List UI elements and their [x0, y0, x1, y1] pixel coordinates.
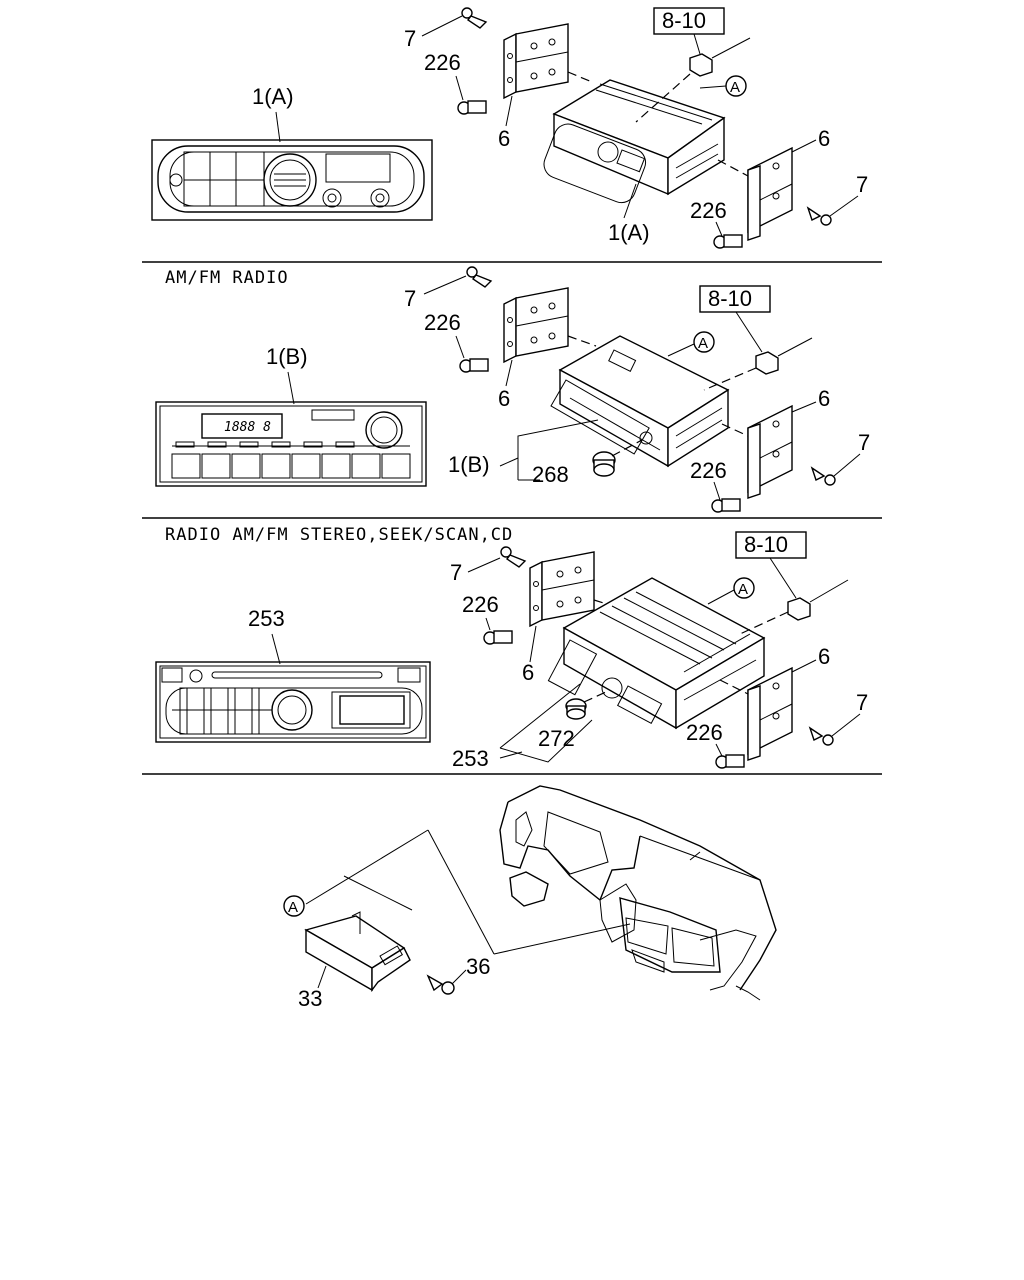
screw-icon — [426, 974, 455, 995]
radio-a-front-view — [151, 139, 433, 221]
section-radio-b: 1888 8 1(B) 7 226 6 — [155, 266, 870, 513]
bracket-left — [529, 551, 595, 628]
screw-icon — [808, 726, 834, 746]
connector-tag-icon — [733, 577, 755, 599]
screw-icon — [466, 266, 493, 288]
screw-icon — [500, 546, 527, 568]
ref-box-label: 8-10 — [744, 532, 788, 557]
bracket-label: 6 — [498, 386, 510, 411]
display-readout: 1888 8 — [224, 420, 271, 435]
connector-icon — [787, 579, 849, 621]
bracket-label: 6 — [522, 660, 534, 685]
bracket-right — [747, 404, 793, 499]
bolt-label: 226 — [686, 720, 723, 745]
radio-cd-front-label: 253 — [248, 606, 285, 631]
radio-b-front-label: 1(B) — [266, 344, 308, 369]
connector-tag-icon — [693, 331, 715, 353]
radio-b-unit — [550, 335, 730, 468]
dashboard-view — [499, 785, 777, 1001]
ref-box — [653, 7, 725, 35]
screw-icon — [806, 206, 832, 226]
radio-b-front-view — [155, 401, 427, 487]
radio-a-unit-label: 1(A) — [608, 220, 650, 245]
bolt-icon — [713, 234, 743, 249]
section-caption-cd: RADIO AM/FM STEREO,SEEK/SCAN,CD — [165, 525, 513, 545]
screw-label: 7 — [856, 690, 868, 715]
section-dashboard: 33 36 A — [283, 785, 777, 1011]
radio-cd-unit-label: 253 — [452, 746, 489, 771]
screw-label: 7 — [404, 286, 416, 311]
knob-icon — [565, 698, 587, 720]
bolt-label: 226 — [424, 310, 461, 335]
bracket-label: 6 — [498, 126, 510, 151]
bolt-icon — [715, 754, 745, 769]
screw-label: 36 — [466, 954, 490, 979]
ref-box — [735, 531, 807, 559]
bracket-left — [503, 287, 569, 364]
pocket-icon — [304, 911, 411, 993]
radio-cd-front-view — [155, 661, 431, 743]
radio-b-unit-label: 1(B) — [448, 452, 490, 477]
section-radio-cd: 253 7 226 6 — [155, 531, 868, 771]
connector-tag-label: A — [738, 581, 748, 598]
screw-label: 7 — [450, 560, 462, 585]
radio-a-front-label: 1(A) — [252, 84, 294, 109]
knob-label: 272 — [538, 726, 575, 751]
connector-icon — [755, 337, 813, 375]
bolt-label: 226 — [690, 198, 727, 223]
bracket-left — [503, 23, 569, 100]
screw-label: 7 — [858, 430, 870, 455]
pocket-label: 33 — [298, 986, 322, 1011]
bracket-label: 6 — [818, 644, 830, 669]
bolt-label: 226 — [690, 458, 727, 483]
radio-a-unit — [543, 79, 726, 204]
connector-tag-label: A — [730, 79, 740, 96]
screw-icon — [810, 466, 836, 486]
knob-icon — [592, 451, 616, 477]
screw-label: 7 — [856, 172, 868, 197]
connector-tag-icon — [283, 895, 305, 917]
knob-label: 268 — [532, 462, 569, 487]
bolt-icon — [457, 100, 487, 115]
bracket-right — [747, 146, 793, 241]
connector-tag-label: A — [698, 335, 708, 352]
connector-icon — [689, 37, 751, 77]
bracket-right — [747, 666, 793, 761]
bracket-label: 6 — [818, 386, 830, 411]
screw-label: 7 — [404, 26, 416, 51]
screw-icon — [461, 7, 488, 29]
bolt-label: 226 — [424, 50, 461, 75]
ref-box-label: 8-10 — [708, 286, 752, 311]
bolt-label: 226 — [462, 592, 499, 617]
bolt-icon — [459, 358, 489, 373]
section-radio-a: 1(A) 7 226 6 — [151, 7, 868, 249]
bracket-label: 6 — [818, 126, 830, 151]
ref-box-label: 8-10 — [662, 8, 706, 33]
bolt-icon — [711, 498, 741, 513]
section-caption-am-fm: AM/FM RADIO — [165, 268, 289, 288]
connector-tag-label: A — [288, 899, 298, 916]
bolt-icon — [483, 630, 513, 645]
ref-box — [699, 285, 771, 313]
radio-cd-unit — [547, 577, 766, 730]
